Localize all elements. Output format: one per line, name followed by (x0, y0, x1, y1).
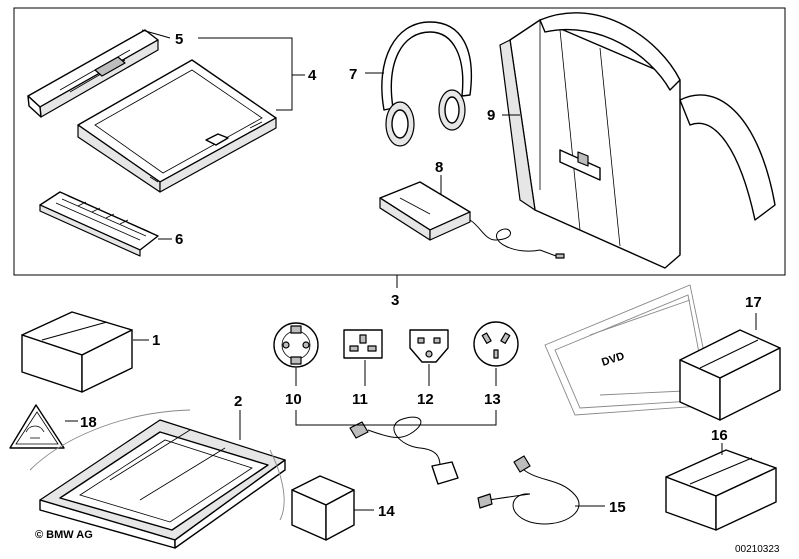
warning-label-drawing (9, 404, 65, 449)
remote-control-drawing (39, 191, 159, 257)
callout-6: 6 (175, 231, 183, 248)
callout-12: 12 (417, 391, 434, 408)
headphones-drawing (381, 21, 473, 147)
callout-5: 5 (175, 31, 183, 48)
mounting-bracket-drawing (29, 409, 286, 549)
callout-4: 4 (308, 67, 317, 84)
plug-10-drawing (273, 322, 319, 368)
leader-lines (65, 29, 757, 511)
callout-9: 9 (487, 107, 495, 124)
callout-13: 13 (484, 391, 501, 408)
callout-11: 11 (352, 391, 368, 408)
dvd-player-drawing (77, 59, 277, 193)
power-cable-drawing (349, 416, 459, 485)
plug-11-drawing (343, 329, 383, 359)
box-17-drawing (679, 329, 781, 421)
copyright-text: © BMW AG (35, 529, 93, 541)
callout-16: 16 (711, 427, 728, 444)
plug-12-drawing (409, 329, 449, 363)
dvd-label: DVD (600, 350, 626, 369)
kit-frame (13, 7, 786, 276)
callout-17: 17 (745, 294, 762, 311)
callout-10: 10 (285, 391, 302, 408)
image-number: 00210323 (735, 544, 780, 555)
callout-3: 3 (391, 292, 399, 309)
callout-2: 2 (234, 393, 242, 410)
callout-8: 8 (435, 159, 443, 176)
carrying-bag-drawing (499, 12, 776, 269)
callout-15: 15 (609, 499, 626, 516)
plug-13-drawing (473, 321, 519, 367)
box-16-drawing (665, 449, 777, 531)
callout-7: 7 (349, 66, 357, 83)
battery-pack-drawing (27, 29, 159, 118)
box-1-drawing (21, 311, 133, 393)
power-adapter-drawing (379, 181, 565, 259)
box-14-drawing (291, 475, 355, 541)
callout-18: 18 (80, 414, 97, 431)
callout-14: 14 (378, 503, 395, 520)
callout-1: 1 (152, 332, 160, 349)
av-cable-drawing (477, 455, 580, 525)
